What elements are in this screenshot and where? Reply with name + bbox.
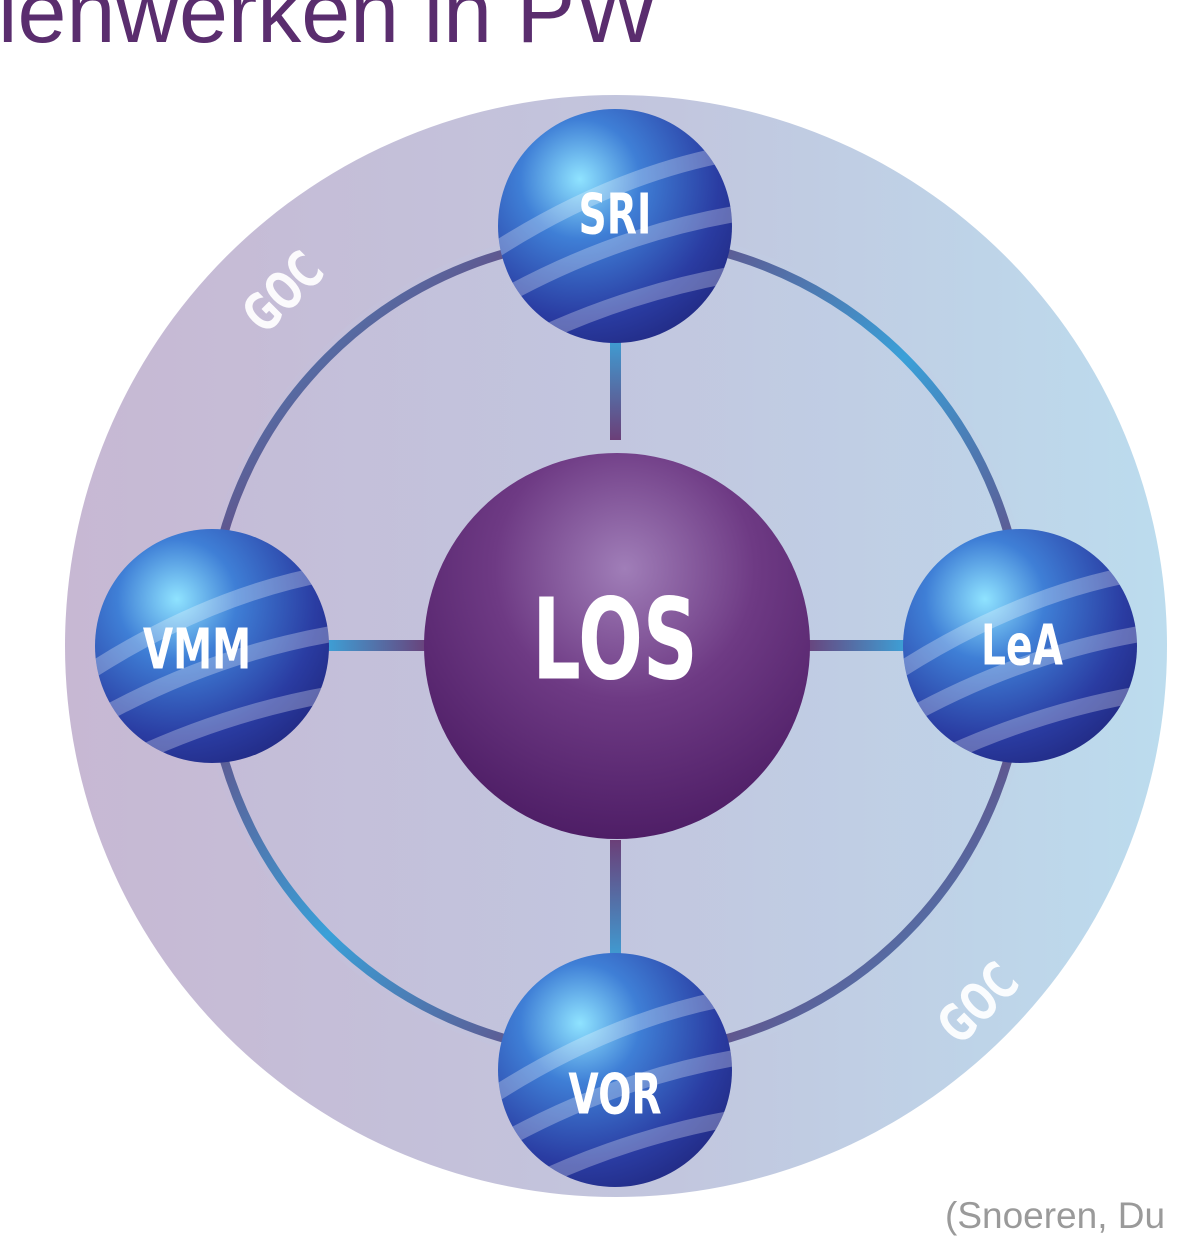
spoke-left (320, 640, 430, 651)
node-sri-label: SRI (578, 183, 651, 248)
spoke-bottom (610, 840, 621, 970)
spoke-top (610, 330, 621, 440)
spoke-right (802, 640, 912, 651)
node-lea-label: LeA (981, 614, 1063, 679)
center-node (424, 453, 810, 839)
node-vor-label: VOR (568, 1063, 661, 1128)
node-vmm-label: VMM (143, 618, 251, 683)
citation: (Snoeren, Du (945, 1195, 1166, 1236)
slide-title: ienwerken in PW (0, 0, 659, 61)
center-node-label: LOS (532, 575, 697, 706)
